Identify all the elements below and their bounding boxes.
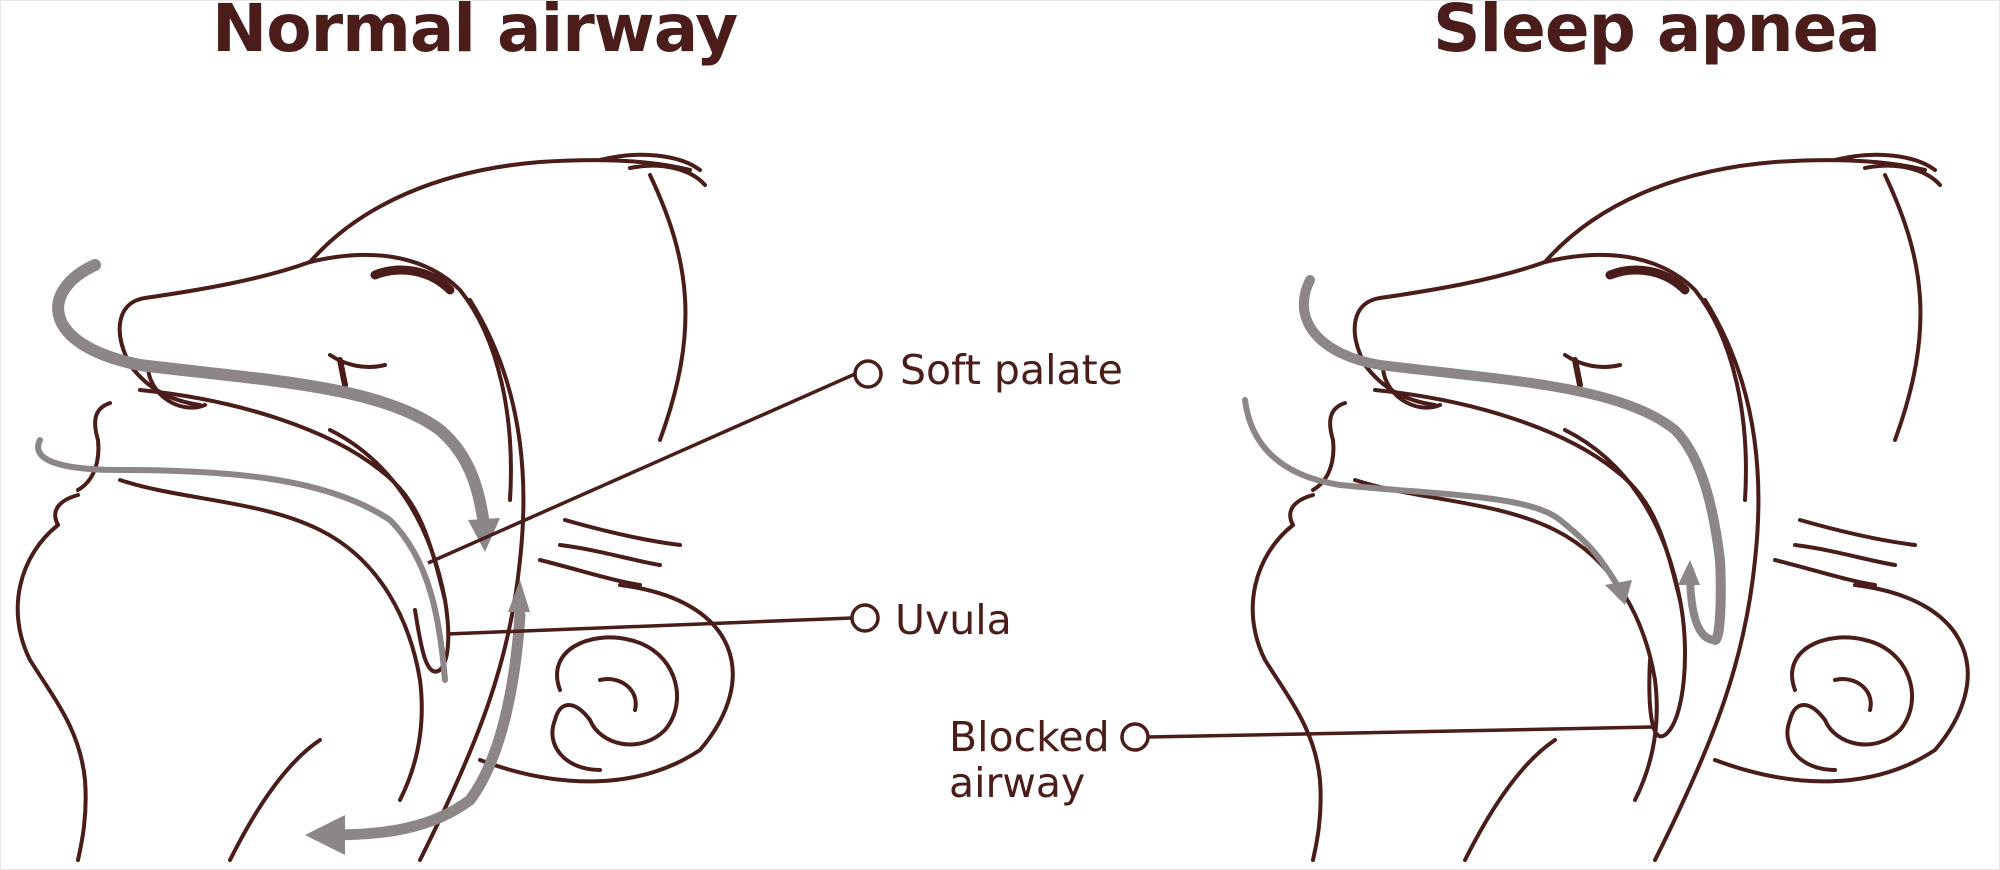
- apnea-face-inner: [1543, 252, 1748, 502]
- normal-throat-front: [228, 738, 322, 862]
- blocked-airway-label: Blocked airway: [949, 714, 1110, 806]
- apnea-airflow-nose: [1298, 275, 1726, 645]
- blocked-airway-label-line1: Blocked: [949, 713, 1110, 761]
- normal-skull-outline: [308, 158, 692, 264]
- normal-airflow: [35, 259, 526, 841]
- apnea-lip-lower: [1288, 493, 1315, 527]
- normal-hair-strands: [598, 152, 707, 187]
- apnea-airflow-mouth: [1242, 397, 1623, 593]
- apnea-eye-closed: [1563, 353, 1622, 369]
- soft-palate-leader: [427, 372, 856, 565]
- apnea-airflow: [1242, 275, 1726, 645]
- normal-pharynx-wall: [418, 298, 526, 862]
- apnea-chin: [1250, 523, 1323, 862]
- normal-airflow-throat: [324, 609, 526, 841]
- blocked-airway-marker: [1120, 722, 1150, 752]
- normal-ear-inner: [598, 677, 638, 712]
- soft-palate-marker: [853, 359, 883, 389]
- apnea-head: [1250, 152, 1970, 862]
- normal-chin: [15, 523, 88, 862]
- sleep-apnea-title: Sleep apnea: [1433, 0, 1881, 67]
- normal-lip-lower: [53, 493, 80, 527]
- normal-neck-back: [478, 583, 735, 784]
- apnea-neck-line-2: [1793, 543, 1897, 567]
- normal-face-inner: [308, 252, 513, 502]
- normal-arrowhead-2: [508, 580, 530, 612]
- apnea-lip-upper: [1311, 401, 1347, 492]
- apnea-arrowhead-mouth: [1605, 580, 1632, 605]
- apnea-eyebrow: [1605, 265, 1690, 295]
- apnea-hair-strands: [1833, 152, 1942, 187]
- apnea-tongue: [1353, 478, 1659, 802]
- normal-ear: [550, 635, 680, 772]
- normal-back-of-head: [648, 173, 688, 442]
- apnea-eyelash: [1572, 357, 1583, 388]
- uvula-label: Uvula: [895, 596, 1012, 644]
- blocked-airway-label-line2: airway: [949, 759, 1086, 807]
- apnea-neck-line-3: [1773, 558, 1877, 587]
- normal-neck-line-2: [558, 543, 662, 567]
- normal-head: [15, 152, 735, 862]
- soft-palate-label: Soft palate: [900, 346, 1123, 394]
- normal-arrowhead-1: [468, 518, 500, 552]
- apnea-pharynx-wall: [1653, 298, 1761, 862]
- apnea-neck-line-1: [1798, 518, 1917, 547]
- apnea-skull-outline: [1543, 158, 1927, 264]
- normal-neck-line-1: [563, 518, 682, 547]
- callout-leaders: [427, 359, 1656, 752]
- normal-airway-title: Normal airway: [212, 0, 738, 67]
- normal-lip-upper: [76, 401, 112, 492]
- normal-airflow-arrowheads: [305, 518, 530, 855]
- normal-neck-line-3: [538, 558, 642, 587]
- normal-airflow-mouth: [35, 437, 448, 683]
- apnea-nostril: [1381, 366, 1442, 410]
- apnea-soft-palate: [1563, 428, 1687, 739]
- apnea-airflow-arrowheads: [1605, 560, 1700, 605]
- uvula-leader: [446, 616, 853, 636]
- blocked-airway-leader: [1147, 725, 1656, 739]
- uvula-marker: [850, 603, 880, 633]
- normal-soft-palate: [328, 428, 451, 674]
- normal-arrowhead-3: [305, 815, 345, 855]
- apnea-throat-front: [1463, 738, 1557, 862]
- apnea-back-of-head: [1883, 173, 1923, 442]
- apnea-ear-inner: [1833, 677, 1873, 712]
- apnea-ear: [1785, 635, 1915, 772]
- normal-airflow-nose: [52, 259, 491, 536]
- normal-eyelash: [337, 357, 348, 388]
- normal-tongue: [118, 478, 424, 802]
- apnea-neck-back: [1713, 583, 1970, 784]
- apnea-arrowhead-up: [1678, 560, 1700, 585]
- normal-nostril: [146, 366, 207, 410]
- normal-eye-closed: [328, 353, 387, 369]
- normal-eyebrow: [370, 265, 455, 295]
